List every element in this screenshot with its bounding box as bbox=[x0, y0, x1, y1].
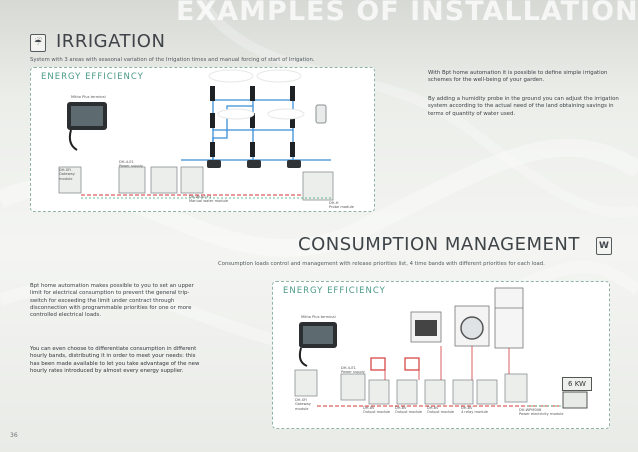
cons-meter-line2: Power electricity module bbox=[519, 412, 564, 417]
cons-gateway-line2: Gateway bbox=[295, 402, 311, 407]
irr-power-line1: DH-4-E1 bbox=[119, 160, 134, 164]
cons-out2-label: DH-8V Output module bbox=[395, 406, 422, 415]
consumption-panel-title: ENERGY EFFICIENCY bbox=[283, 286, 386, 296]
irr-probe-line1: DH-H bbox=[329, 201, 339, 205]
cons-meter-line1: DH-WPM008 bbox=[519, 408, 542, 412]
irr-manual-line1: DH-WUx1+1 bbox=[189, 195, 212, 199]
cons-out1-line1: DH-8V bbox=[363, 406, 375, 410]
irrigation-icon: ☔ bbox=[30, 34, 46, 52]
cons-out2-line1: DH-8V bbox=[395, 406, 407, 410]
cons-gateway-line3: module bbox=[295, 406, 309, 411]
irrigation-panel-title: ENERGY EFFICIENCY bbox=[41, 72, 144, 82]
irr-gateway-label: DH-SFi Gateway module bbox=[59, 168, 75, 181]
cons-out1-line2: Output module bbox=[363, 410, 391, 415]
cons-power-line1: DH-4-E1 bbox=[341, 366, 356, 370]
fridge-icon bbox=[494, 287, 524, 349]
consumption-paragraph-1: Bpt home automation makes possible to yo… bbox=[30, 283, 194, 319]
cons-out3-line2: Output module bbox=[427, 410, 455, 415]
socket-icons bbox=[370, 357, 420, 371]
cons-gateway-label: DH-SFi Gateway module bbox=[295, 398, 311, 411]
irrigation-icon-glyph: ☔ bbox=[33, 38, 43, 48]
cons-out4-line1: DH-8V bbox=[461, 406, 473, 410]
cons-out3-line1: DH-8V bbox=[427, 406, 439, 410]
irrigation-panel: ENERGY EFFICIENCY bbox=[30, 67, 375, 212]
irr-probe-line2: Probe module bbox=[329, 205, 354, 210]
cloud-shapes bbox=[208, 69, 305, 120]
consumption-title: CONSUMPTION MANAGEMENT bbox=[298, 234, 580, 255]
cons-out1-label: DH-8V Output module bbox=[363, 406, 390, 415]
irrigation-paragraph-1: With Bpt home automation it is possible … bbox=[428, 70, 608, 84]
kw-limit-badge: 6 KW bbox=[562, 377, 592, 391]
irrigation-subtitle: System with 3 areas with seasonal variat… bbox=[30, 57, 315, 63]
electricity-meter-icon bbox=[562, 391, 588, 409]
appliance-icons bbox=[410, 287, 524, 349]
din-modules bbox=[58, 166, 334, 201]
consumption-subtitle: Consumption loads control and management… bbox=[218, 261, 545, 267]
power-w-icon-glyph: W bbox=[599, 241, 609, 251]
cons-meter-label: DH-WPM008 Power electricity module bbox=[519, 408, 563, 417]
consumption-paragraph-2: You can even choose to differentiate con… bbox=[30, 346, 200, 374]
water-pipes bbox=[181, 90, 331, 161]
header-title: EXAMPLES OF INSTALLATION bbox=[176, 0, 638, 27]
load-wires bbox=[384, 346, 510, 380]
cons-panel-unit-label: Mitho Plus terminal bbox=[301, 315, 336, 319]
irrigation-diagram bbox=[58, 69, 334, 201]
irr-panel-unit-label: Mitho Plus terminal bbox=[71, 95, 106, 99]
cons-gateway-line1: DH-SFi bbox=[295, 398, 307, 402]
cons-out4-line2: 4 relay module bbox=[461, 410, 488, 415]
sprinkler-icons bbox=[210, 86, 295, 157]
irr-gateway-line1: DH-SFi bbox=[59, 168, 71, 172]
irrigation-title: IRRIGATION bbox=[56, 31, 166, 52]
cons-power-label: DH-4-E1 Power supply bbox=[341, 366, 365, 375]
irr-manual-label: DH-WUx1+1 Manual water module bbox=[189, 195, 228, 204]
irr-probe-label: DH-H Probe module bbox=[329, 201, 354, 210]
cons-out3-label: DH-8V Output module bbox=[427, 406, 454, 415]
cons-power-line2: Power supply bbox=[341, 370, 365, 375]
din-modules-consumption bbox=[294, 369, 528, 405]
cons-out4-label: DH-8V 4 relay module bbox=[461, 406, 488, 415]
valve-icons bbox=[207, 160, 301, 168]
irr-gateway-line2: Gateway bbox=[59, 172, 75, 177]
power-w-icon: W bbox=[596, 237, 612, 255]
irrigation-paragraph-2: By adding a humidity probe in the ground… bbox=[428, 96, 619, 117]
irr-manual-line2: Manual water module bbox=[189, 199, 229, 204]
irr-power-label: DH-4-E1 Power supply bbox=[119, 160, 143, 169]
consumption-diagram bbox=[294, 287, 588, 409]
humidity-probe-icon bbox=[315, 104, 327, 124]
irr-gateway-line3: module bbox=[59, 176, 73, 181]
page-number: 36 bbox=[10, 432, 18, 439]
cons-out2-line2: Output module bbox=[395, 410, 423, 415]
irr-power-line2: Power supply bbox=[119, 164, 143, 169]
consumption-panel: ENERGY EFFICIENCY bbox=[272, 281, 610, 429]
